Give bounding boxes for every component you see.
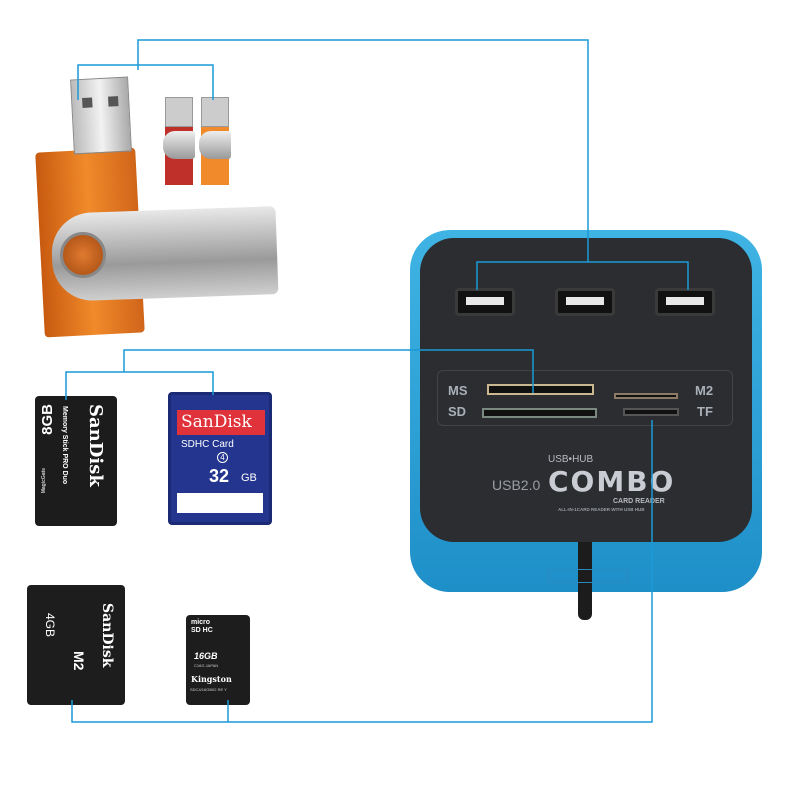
hub-bottom-latch xyxy=(548,569,628,583)
microcard-connection-line xyxy=(71,420,653,723)
card-slot-panel xyxy=(437,370,733,426)
card-slot-connection-line xyxy=(65,349,534,400)
card-reader-label: CARD READER xyxy=(613,498,665,505)
sd-class: 4 xyxy=(217,452,228,463)
tagline-label: ALL-IN-1CARD READER WITH USB HUB xyxy=(558,507,645,512)
ms-type: Memory Stick PRO Duo xyxy=(61,406,68,485)
m2-brand: SanDisk xyxy=(99,603,115,668)
m2-capacity: 4GB xyxy=(43,613,57,638)
ms-brand: SanDisk xyxy=(85,404,106,487)
microsdhc-card: micro SD HC 16GB C16G JAPAN Kingston SDC… xyxy=(186,615,250,705)
swivel-pivot xyxy=(60,232,106,278)
memory-stick-m2: 4GB M2 SanDisk xyxy=(27,585,125,705)
usb-port-1 xyxy=(455,288,515,316)
sd-brand: SanDisk xyxy=(181,412,252,432)
usb-port-2 xyxy=(555,288,615,316)
microsd-origin: C16G JAPAN xyxy=(194,663,219,668)
ms-slot-label: MS xyxy=(448,383,468,398)
usb-port-3 xyxy=(655,288,715,316)
sd-slot-label: SD xyxy=(448,404,467,419)
sd-slot xyxy=(482,408,597,418)
mini-flash-drive-red xyxy=(163,97,195,185)
usb-cable xyxy=(578,540,592,620)
m2-slot-label: M2 xyxy=(695,383,714,398)
usb-hub-label: USB•HUB xyxy=(548,454,594,465)
tf-slot xyxy=(623,408,679,416)
microsd-logo: micro SD HC xyxy=(191,619,213,634)
microsd-brand: Kingston xyxy=(191,674,232,684)
memory-stick-pro-duo: 8GB Memory Stick PRO Duo MagicGate SanDi… xyxy=(35,396,117,526)
sd-type: SDHC Card xyxy=(181,439,234,450)
m2-slot xyxy=(614,393,678,399)
m2-type: M2 xyxy=(71,651,87,671)
usb-version-label: USB2.0 xyxy=(492,477,541,493)
ms-slot xyxy=(487,384,594,395)
mini-flash-drive-orange xyxy=(199,97,231,185)
microsd-model: SDC4/16GB02 RE Y xyxy=(190,687,227,692)
sd-unit: GB xyxy=(241,472,257,484)
sdhc-card: SanDisk SDHC Card 4 32 GB xyxy=(168,392,272,525)
tf-slot-label: TF xyxy=(697,404,713,419)
microsd-capacity: 16GB xyxy=(194,651,218,661)
sd-capacity: 32 xyxy=(209,466,230,486)
usb-connection-line xyxy=(77,39,689,290)
